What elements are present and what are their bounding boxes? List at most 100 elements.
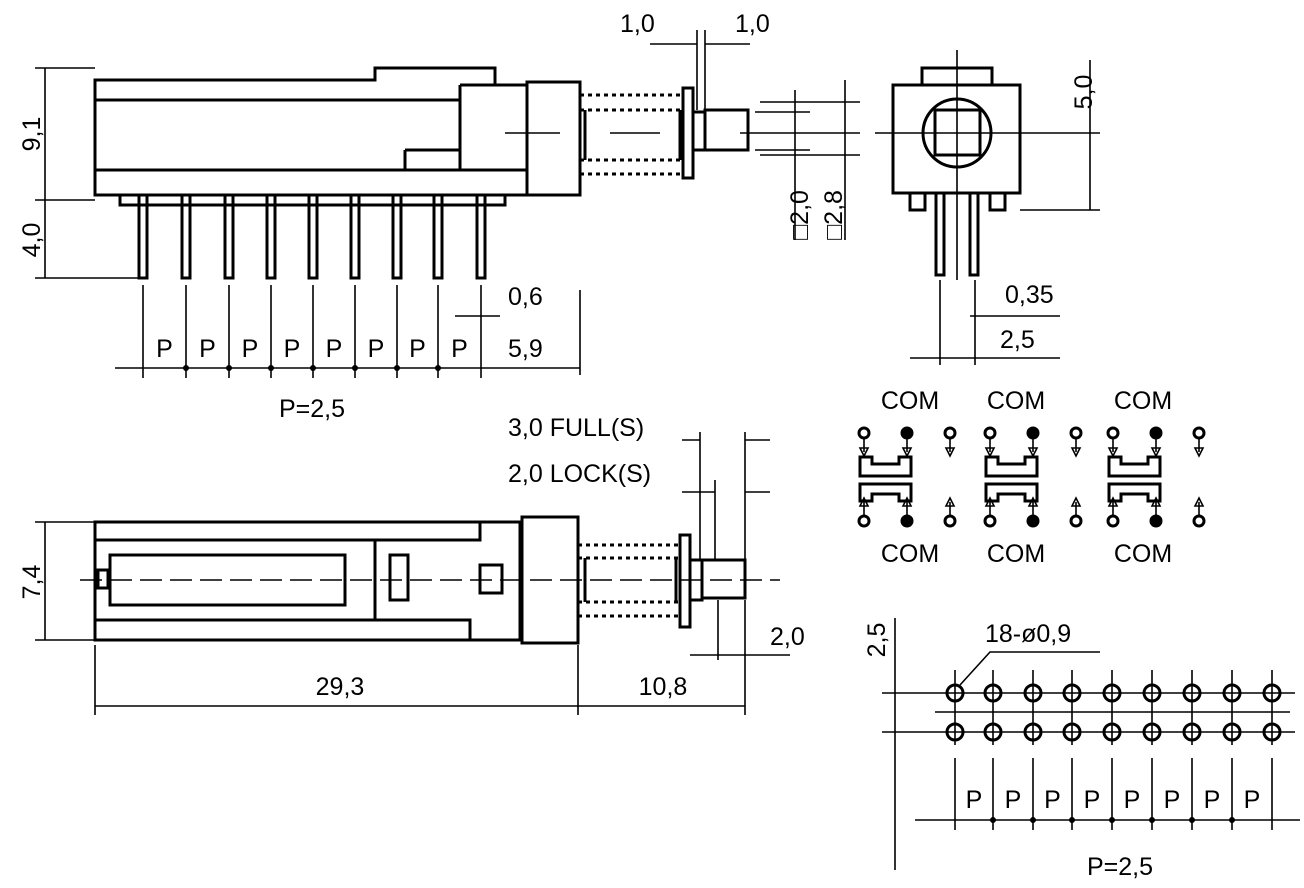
terminal (943, 426, 957, 440)
mounting-hole (1023, 722, 1043, 742)
pitch-label: P (451, 335, 468, 363)
dim-body-length: 29,3 (316, 673, 365, 701)
dim-square-small: □2,0 (786, 190, 814, 240)
dim-pin-length: 4,0 (18, 223, 46, 258)
contact-arrow (944, 438, 956, 458)
mounting-hole (1262, 722, 1282, 742)
hole-label: 18-ø0,9 (985, 620, 1071, 648)
dim-gap-right: 1,0 (735, 10, 770, 38)
contact-arrow (1027, 438, 1039, 458)
terminal (983, 514, 997, 528)
contact-arrow (901, 438, 913, 458)
dim-square-large: □2,8 (820, 190, 848, 240)
terminal (857, 514, 871, 528)
mounting-hole (1102, 722, 1122, 742)
pitch-dot (1069, 817, 1075, 823)
pitch-label: P (1005, 786, 1022, 814)
mounting-hole (1023, 683, 1043, 703)
pitch-dot (435, 365, 441, 371)
dim-pin-thickness: 0,35 (1005, 281, 1054, 309)
terminal (1069, 426, 1083, 440)
terminal (1069, 514, 1083, 528)
contact-bridge (858, 482, 913, 503)
pin (391, 193, 403, 280)
contact-arrow (1193, 496, 1205, 516)
pitch-label: P (966, 786, 983, 814)
mounting-hole (1182, 683, 1202, 703)
pitch-label: P (409, 335, 426, 363)
pitch-dot (394, 365, 400, 371)
pitch-label: P (1084, 786, 1101, 814)
pin (180, 193, 192, 280)
pitch-label: P (1124, 786, 1141, 814)
pitch-dot (1149, 817, 1155, 823)
pitch-dot (268, 365, 274, 371)
pitch-dot (1109, 817, 1115, 823)
com-label-top: COM (987, 387, 1045, 415)
com-label-top: COM (881, 387, 939, 415)
dim-gap-left: 1,0 (620, 10, 655, 38)
contact-arrow (944, 496, 956, 516)
terminal (1106, 426, 1120, 440)
dim-end-offset: 5,9 (508, 335, 543, 363)
terminal (1149, 426, 1163, 440)
contact-bridge (1107, 482, 1162, 503)
contact-bridge (858, 455, 913, 478)
pitch-label: P (199, 335, 216, 363)
terminal (900, 514, 914, 528)
pitch-dot (226, 365, 232, 371)
pitch-dot (183, 365, 189, 371)
terminal (1149, 514, 1163, 528)
pin (432, 193, 444, 280)
terminal (1026, 514, 1040, 528)
terminal (943, 514, 957, 528)
contact-bridge (984, 482, 1039, 503)
pitch-label: P (1044, 786, 1061, 814)
pin (307, 193, 319, 280)
mounting-hole (1062, 683, 1082, 703)
pitch-dot (1030, 817, 1036, 823)
pin (475, 193, 487, 280)
dim-width: 7,4 (18, 565, 46, 600)
contact-arrow (1070, 496, 1082, 516)
dim-row-spacing: 2,5 (863, 623, 891, 658)
com-label-bottom: COM (987, 540, 1045, 568)
pitch-label: P (1164, 786, 1181, 814)
pitch-dot (352, 365, 358, 371)
mounting-hole (983, 683, 1003, 703)
terminal (983, 426, 997, 440)
mounting-hole (1062, 722, 1082, 742)
dim-lock-travel: 2,0 LOCK(S) (508, 460, 651, 488)
side-pitch-label: P=2,5 (279, 395, 345, 423)
pitch-dot (990, 817, 996, 823)
mounting-hole (945, 683, 965, 703)
pitch-label: P (326, 335, 343, 363)
pitch-label: P (368, 335, 385, 363)
mounting-hole (1142, 722, 1162, 742)
mounting-hole (1142, 683, 1162, 703)
pitch-label: P (242, 335, 259, 363)
pitch-label: P (284, 335, 301, 363)
com-label-bottom: COM (1114, 540, 1172, 568)
terminal (1106, 514, 1120, 528)
contact-arrow (1150, 438, 1162, 458)
pin (137, 193, 149, 280)
contact-bridge (984, 455, 1039, 478)
dim-end-height: 5,0 (1070, 75, 1098, 110)
com-label-bottom: COM (881, 540, 939, 568)
mounting-hole (1222, 683, 1242, 703)
mounting-hole (983, 722, 1003, 742)
pin (223, 193, 235, 280)
terminal (1192, 426, 1206, 440)
mounting-hole (945, 722, 965, 742)
pitch-dot (1189, 817, 1195, 823)
contact-arrow (984, 438, 996, 458)
contact-bridge (1107, 455, 1162, 478)
contact-arrow (1070, 438, 1082, 458)
pcb-pitch-label: P=2,5 (1087, 853, 1153, 881)
top-view: 3,0 FULL(S) 2,0 LOCK(S) 7,4 29,3 10,8 2,… (18, 414, 805, 715)
terminal (857, 426, 871, 440)
